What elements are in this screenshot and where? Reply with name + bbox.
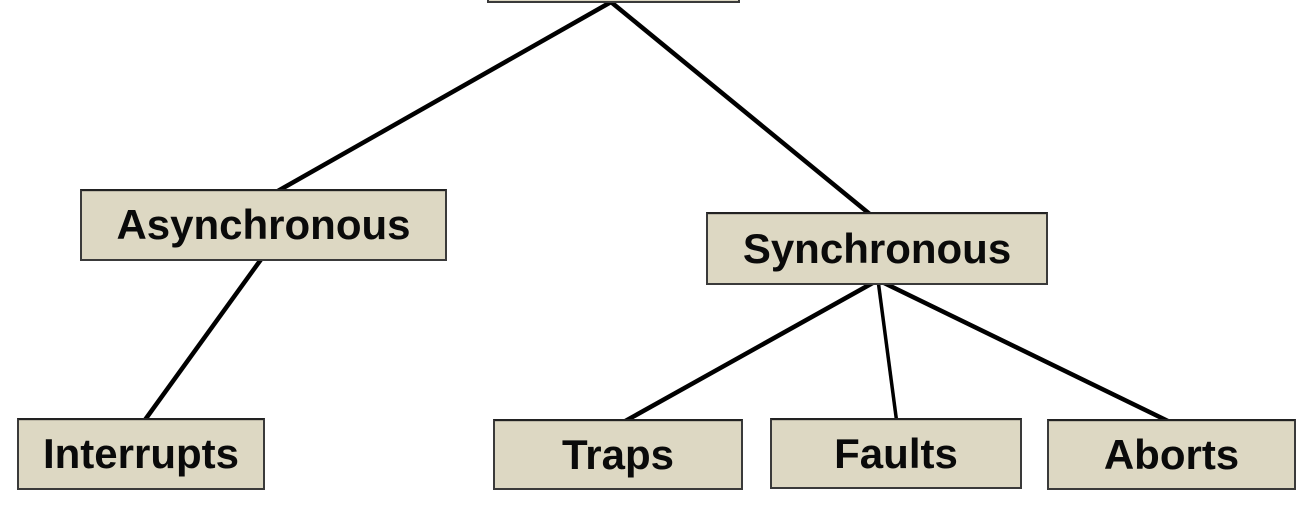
node-synchronous: Synchronous (706, 212, 1048, 285)
edge-asynchronous-interrupts (140, 256, 264, 426)
node-faults: Faults (770, 418, 1022, 489)
node-asynchronous: Asynchronous (80, 189, 447, 261)
node-interrupts-label: Interrupts (42, 430, 239, 477)
node-traps: Traps (493, 419, 743, 490)
node-interrupts: Interrupts (17, 418, 265, 490)
edge-synchronous-aborts (877, 277, 1175, 427)
node-traps-label: Traps (561, 430, 675, 478)
edge-synchronous-traps (618, 278, 880, 426)
edge-root-synchronous (609, 0, 879, 222)
node-faults-label: Faults (834, 429, 958, 477)
edge-synchronous-faults (876, 279, 899, 425)
node-aborts-label: Aborts (1103, 430, 1240, 478)
node-asynchronous-label: Asynchronous (116, 201, 411, 248)
node-synchronous-label: Synchronous (742, 224, 1012, 272)
edge-root-asynchronous (260, 0, 613, 202)
node-aborts: Aborts (1047, 419, 1296, 490)
node-root-clipped (487, 0, 740, 3)
